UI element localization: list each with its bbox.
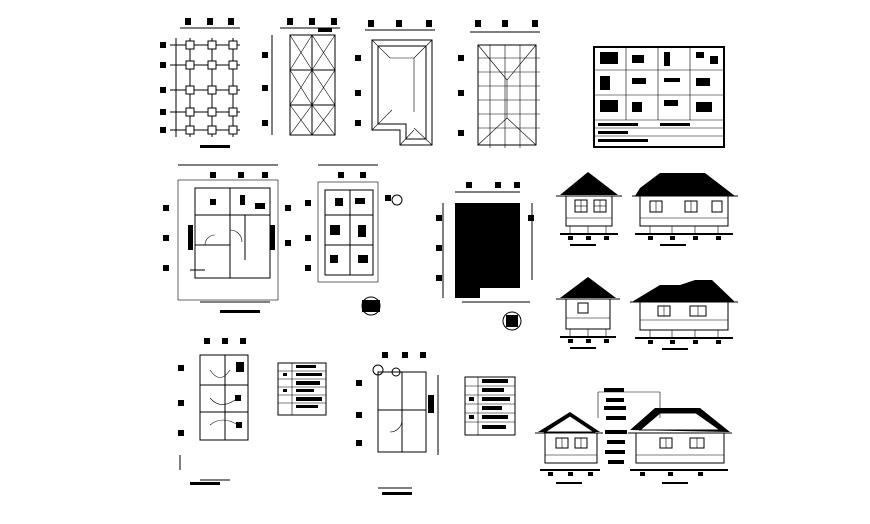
beam-plan	[262, 18, 340, 136]
section-elevation	[535, 388, 732, 484]
front-elevation	[556, 172, 622, 246]
side-elevation-a	[632, 173, 738, 246]
rear-elevation	[556, 277, 620, 349]
dimensioned-floor-plan	[305, 164, 403, 316]
plumbing-plan	[356, 352, 439, 495]
ground-floor-plan	[163, 164, 291, 313]
electrical-plan	[178, 338, 249, 485]
foundation-plan	[160, 18, 240, 148]
electrical-legend	[277, 362, 327, 416]
plumbing-legend	[464, 376, 516, 436]
roof-outline-plan	[355, 20, 435, 146]
detail-sheet	[593, 46, 725, 148]
side-elevation-b	[630, 280, 738, 350]
roof-framing-plan	[458, 20, 540, 148]
roof-hatch-plan	[436, 182, 534, 331]
